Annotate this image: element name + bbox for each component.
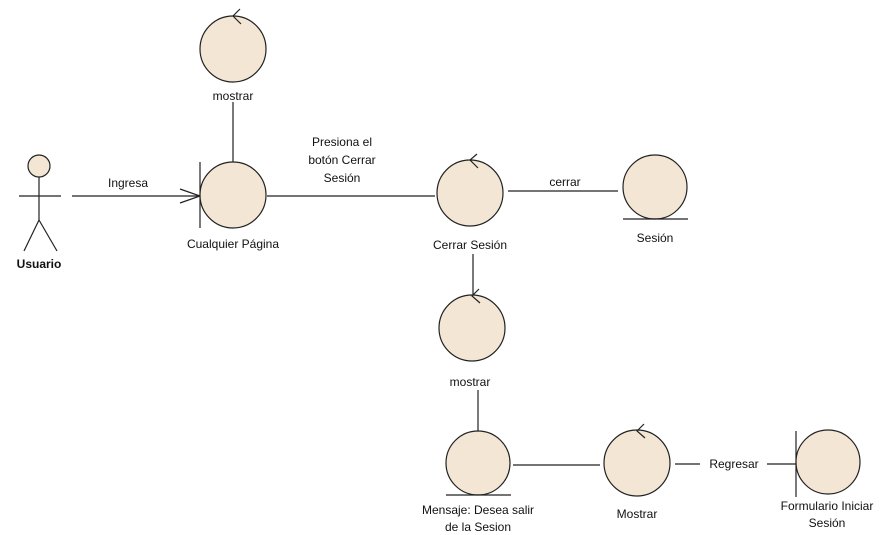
- formulario-label-line-1: Formulario Iniciar: [781, 499, 874, 513]
- control-circle-icon: [199, 15, 267, 83]
- cerrar-message: cerrar: [549, 175, 580, 189]
- sesion-entity[interactable]: Sesión: [622, 154, 688, 245]
- mostrar-bottom-label: Mostrar: [617, 507, 658, 521]
- mostrar-top-label: mostrar: [213, 89, 254, 103]
- cerrar-sesion-label: Cerrar Sesión: [433, 238, 507, 252]
- cualquier-pagina-boundary[interactable]: Cualquier Página: [187, 161, 279, 251]
- regresar-message: Regresar: [709, 457, 758, 471]
- usuario-actor[interactable]: Usuario: [17, 154, 62, 271]
- boundary-circle-icon: [795, 429, 861, 495]
- control-circle-icon: [603, 429, 671, 497]
- presiona-message-line-2: botón Cerrar: [308, 153, 375, 167]
- control-arrow-icon: [232, 8, 242, 25]
- control-arrow-icon: [471, 288, 481, 304]
- presiona-message-line-1: Presiona el: [312, 135, 372, 149]
- presiona-message-line-3: Sesión: [324, 171, 361, 185]
- control-arrow-icon: [469, 153, 479, 169]
- formulario-boundary[interactable]: Formulario Iniciar Sesión: [781, 429, 874, 530]
- cerrar-sesion-control[interactable]: Cerrar Sesión: [433, 153, 507, 252]
- control-arrow-icon: [636, 423, 646, 439]
- usuario-label: Usuario: [17, 257, 62, 271]
- stick-figure-actor-icon: [19, 154, 61, 252]
- mensaje-entity[interactable]: Mensaje: Desea salir de la Sesion: [422, 430, 534, 534]
- control-circle-icon: [436, 159, 504, 227]
- ingresa-message: Ingresa: [108, 176, 148, 190]
- mostrar-top-control[interactable]: mostrar: [199, 8, 267, 103]
- mensaje-label-line-2: de la Sesion: [445, 520, 511, 534]
- mostrar-bottom-control[interactable]: Mostrar: [603, 423, 671, 521]
- entity-circle-icon: [622, 154, 688, 220]
- cualquier-pagina-label: Cualquier Página: [187, 237, 279, 251]
- entity-circle-icon: [445, 430, 511, 496]
- mostrar-mid-label: mostrar: [450, 375, 491, 389]
- control-circle-icon: [438, 294, 506, 362]
- boundary-circle-icon: [199, 161, 267, 229]
- sesion-label: Sesión: [637, 231, 674, 245]
- mensaje-label-line-1: Mensaje: Desea salir: [422, 503, 534, 517]
- mostrar-mid-control[interactable]: mostrar: [438, 288, 506, 389]
- formulario-label-line-2: Sesión: [809, 516, 846, 530]
